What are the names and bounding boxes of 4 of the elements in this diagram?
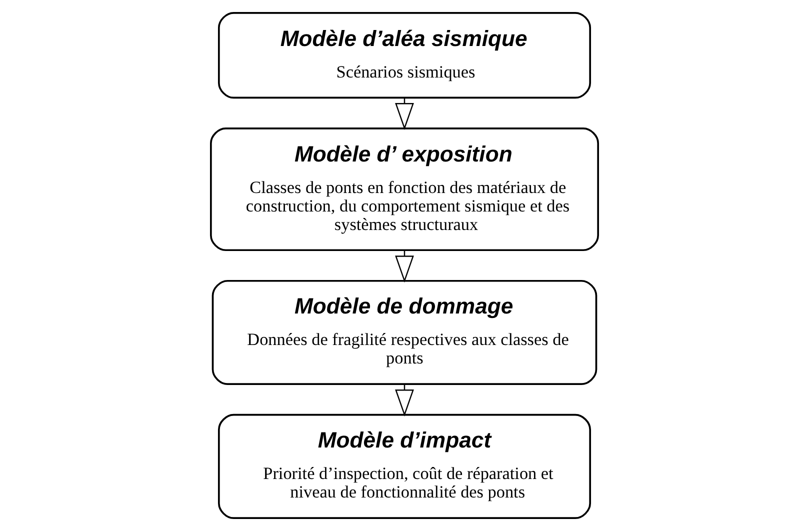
node-box: Modèle de dommage Données de fragilité respectives aux classes de ponts [212, 280, 598, 386]
node-box: Modèle d’ exposition Classes de ponts en fonction des matériaux de construction, du comportement sismique et des systèmes structuraux [210, 128, 599, 252]
node-box: Modèle d’aléa sismique Scénarios sismiques [218, 12, 592, 99]
node-box: Modèle d’impact Priorité d’inspection, coût de réparation et niveau de fonctionnalité des ponts [218, 414, 592, 519]
